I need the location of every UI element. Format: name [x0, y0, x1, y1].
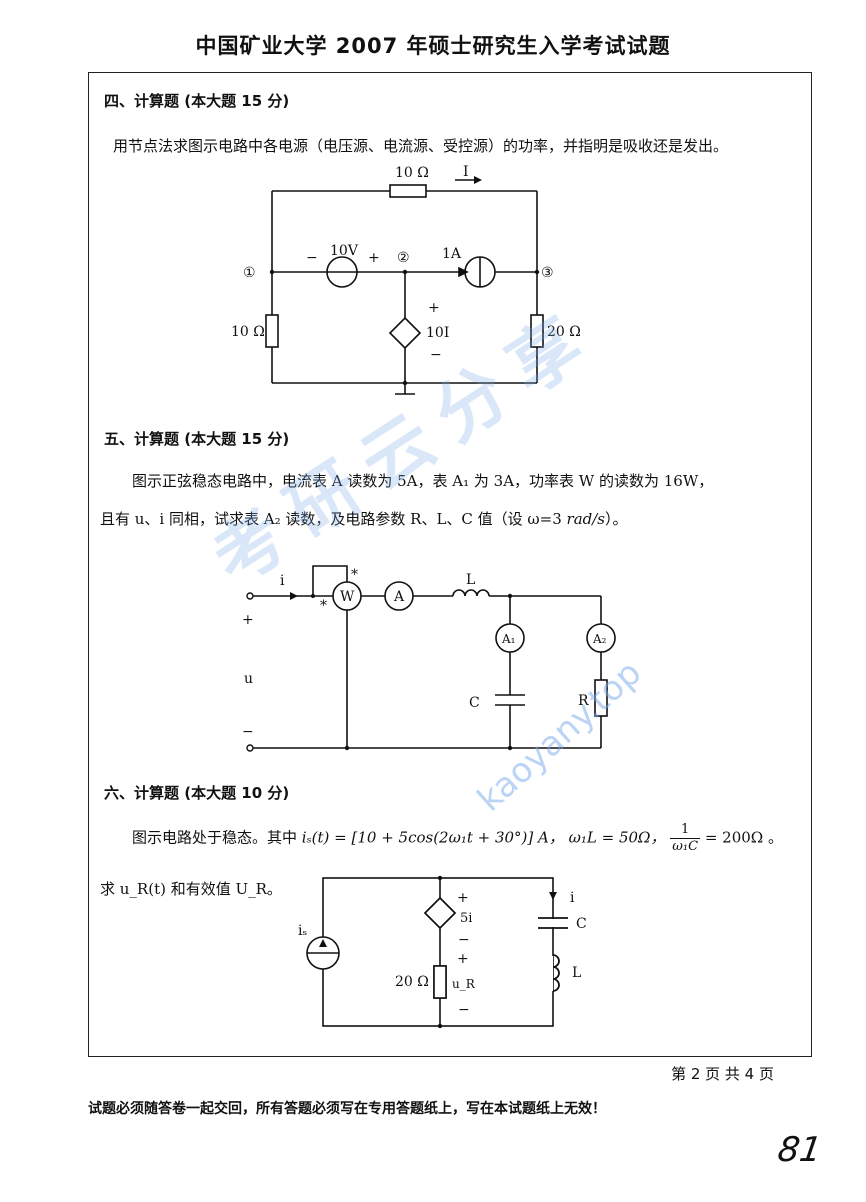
q4-label-r-right: 20 Ω: [547, 324, 581, 340]
q4-label-node2: ②: [397, 250, 410, 266]
q5-label-L: L: [466, 572, 475, 588]
q5-label-C: C: [469, 695, 480, 711]
q5-label-R: R: [578, 693, 589, 709]
q4-text: 用节点法求图示电路中各电源（电压源、电流源、受控源）的功率，并指明是吸收还是发出…: [113, 137, 729, 155]
q5-label-i: i: [280, 573, 285, 589]
q4-label-cs: 1A: [442, 246, 462, 262]
q5-line2-suffix: ）。: [605, 510, 628, 528]
q6-inductor: [552, 954, 560, 992]
q4-label-r-top: 10 Ω: [395, 165, 429, 181]
q5-label-W: W: [340, 589, 355, 605]
q5-circuit: i + u − * * W A L A₁ A₂ C R: [242, 565, 616, 752]
q4-label-dep: 10I: [426, 325, 449, 341]
q4-label-r-left: 10 Ω: [231, 324, 265, 340]
q4-label-vs-plus: +: [368, 250, 380, 266]
q6-label-C: C: [576, 916, 587, 932]
q4-label-node1: ①: [243, 265, 256, 281]
q4-label-vs-minus: −: [306, 250, 318, 266]
q5-label-minus: −: [242, 724, 254, 740]
q5-line2-unit: rad/s: [566, 510, 605, 528]
q6-label-is: iₛ: [298, 923, 307, 939]
q5-label-plus: +: [242, 612, 254, 628]
q6-frac-den: ω₁C: [672, 839, 699, 854]
q4-label-dep-minus: −: [430, 347, 442, 363]
q6-circuit: iₛ + 5i − + 20 Ω u_R − i C L: [298, 875, 587, 1029]
q5-label-u: u: [244, 671, 253, 687]
q6-label-dep-minus: −: [458, 932, 470, 948]
q6-label-r: 20 Ω: [395, 974, 429, 990]
handwritten-number: 81: [775, 1130, 825, 1170]
q4-circuit: 10 Ω I − 10V + ① ② ③ 1A + 10I − 10 Ω 20 …: [231, 164, 581, 395]
q5-label-star1: *: [351, 567, 358, 583]
q5-resistor: [594, 679, 608, 717]
q5-line1: 图示正弦稳态电路中，电流表 A 读数为 5A，表 A₁ 为 3A，功率表 W 的…: [132, 472, 714, 490]
q4-resistor-left: [265, 314, 279, 348]
q4-label-node3: ③: [541, 265, 554, 281]
q6-label-i: i: [570, 890, 575, 906]
q6-line1: 图示电路处于稳态。其中 iₛ(t) = [10 + 5cos(2ω₁t + 30…: [132, 822, 783, 855]
q6-label-ur-plus: +: [457, 951, 469, 967]
page-title: 中国矿业大学 2007 年硕士研究生入学考试试题: [195, 34, 671, 58]
q6-line2: 求 u_R(t) 和有效值 U_R。: [100, 880, 282, 898]
q6-line1-prefix: 图示电路处于稳态。其中: [132, 828, 298, 847]
q6-formula-wl: ω₁L = 50Ω，: [568, 828, 666, 847]
q5-label-A2: A₂: [592, 632, 607, 646]
q6-frac-rhs: = 200Ω 。: [704, 828, 783, 847]
q6-label-L: L: [572, 965, 581, 981]
q4-heading: 四、计算题 (本大题 15 分): [104, 92, 290, 110]
q6-label-dep: 5i: [460, 911, 472, 926]
q6-label-dep-plus: +: [457, 890, 469, 906]
q6-frac-num: 1: [670, 822, 701, 839]
q5-label-A1: A₁: [501, 632, 515, 646]
q4-resistor-top: [389, 184, 427, 198]
q6-label-ur-minus: −: [458, 1002, 470, 1018]
q4-resistor-right: [530, 314, 544, 348]
q6-formula-is: iₛ(t) = [10 + 5cos(2ω₁t + 30°)] A，: [301, 828, 564, 847]
q5-heading: 五、计算题 (本大题 15 分): [104, 430, 290, 448]
q4-dependent-source: [388, 316, 422, 350]
q4-label-current: I: [463, 164, 469, 180]
q4-label-vs: 10V: [330, 243, 359, 259]
q6-label-ur: u_R: [452, 977, 476, 991]
q5-line2: 且有 u、i 同相，试求表 A₂ 读数，及电路参数 R、L、C 值（设 ω=3 …: [100, 508, 628, 529]
q6-heading: 六、计算题 (本大题 10 分): [104, 784, 290, 802]
q5-inductor: [452, 589, 490, 597]
q5-label-A: A: [393, 589, 405, 605]
page-number: 第 2 页 共 4 页: [671, 1065, 774, 1083]
q4-label-dep-plus: +: [428, 300, 440, 316]
q5-label-star2: *: [320, 598, 327, 614]
exam-frame: [88, 72, 812, 1057]
q5-line2-prefix: 且有 u、i 同相，试求表 A₂ 读数，及电路参数 R、L、C 值（设 ω=3: [100, 510, 567, 528]
footer-note: 试题必须随答卷一起交回，所有答题必须写在专用答题纸上，写在本试题纸上无效！: [88, 1101, 606, 1117]
